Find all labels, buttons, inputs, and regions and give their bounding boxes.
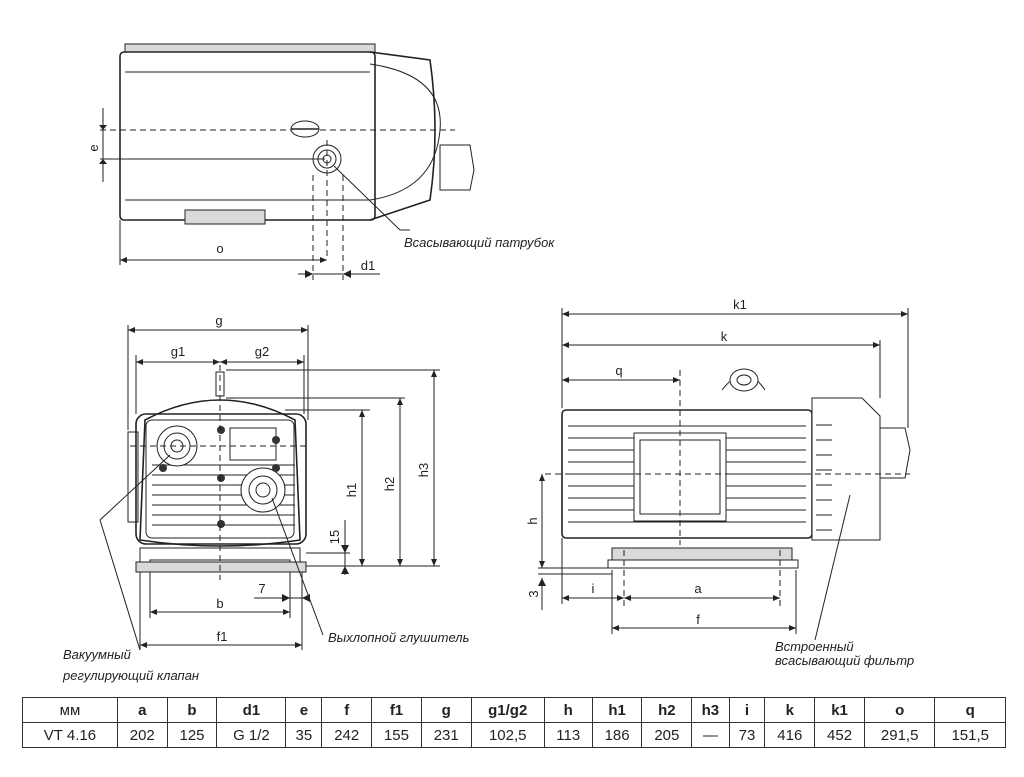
table-cell: 186 [591,722,643,748]
table-header-cell: b [166,697,218,723]
table-header-cell: h2 [641,697,693,723]
dim-b-label: b [216,596,223,611]
table-header-cell: h1 [591,697,643,723]
dimension-labels: e o d1 g g1 g2 h1 h2 h3 15 7 b f1 k1 k q… [86,144,747,644]
vacuum-valve-callout-line1: Вакуумный [63,647,131,662]
side-view [538,308,911,641]
filter-callout-line1: Встроенный [775,639,854,654]
table-cell: 242 [321,722,373,748]
dim-i-label: i [592,581,595,596]
dim-g1-label: g1 [171,344,185,359]
table-cell: 151,5 [934,722,1006,748]
table-cell: 73 [728,722,766,748]
table-header-row: мм a b d1 e f f1 g g1/g2 h h1 h2 h3 i k … [22,697,1006,723]
exhaust-silencer-callout: Выхлопной глушитель [328,630,470,645]
dim-f-label: f [696,612,700,627]
table-header-cell: e [285,697,323,723]
table-header-cell: h3 [691,697,730,723]
table-cell: G 1/2 [216,722,287,748]
table-cell: 202 [116,722,168,748]
dim-o-label: o [216,241,223,256]
table-header-cell: k1 [814,697,865,723]
table-cell: 452 [814,722,865,748]
table-cell: 113 [543,722,593,748]
dim-k1-label: k1 [733,297,747,312]
table-header-cell: g [420,697,472,723]
table-cell: 35 [285,722,323,748]
table-header-cell: k [764,697,816,723]
vacuum-valve-callout-line2: регулирующий клапан [62,668,199,683]
dim-q-label: q [615,363,622,378]
table-header-cell: f [321,697,373,723]
table-header-cell: i [728,697,766,723]
top-view [99,43,475,280]
dim-15-label: 15 [327,530,342,544]
table-cell: 291,5 [863,722,936,748]
table-header-cell: a [116,697,168,723]
dim-h1-label: h1 [344,483,359,497]
dim-f1-label: f1 [217,629,228,644]
dim-h2-label: h2 [382,477,397,491]
dim-g2-label: g2 [255,344,269,359]
callout-labels: Всасывающий патрубок Выхлопной глушитель… [62,235,914,683]
dim-k-label: k [721,329,728,344]
dim-h-label: h [525,517,540,524]
dim-h3-label: h3 [416,463,431,477]
dim-d1-label: d1 [361,258,375,273]
suction-port-callout: Всасывающий патрубок [404,235,555,250]
dim-3-label: 3 [526,590,541,597]
table-cell: — [691,722,730,748]
table-cell: 231 [420,722,472,748]
dim-g-label: g [215,313,222,328]
table-row: VT 4.16 202 125 G 1/2 35 242 155 231 102… [22,722,1006,748]
table-header-cell: f1 [371,697,422,723]
technical-drawing: e o d1 g g1 g2 h1 h2 h3 15 7 b f1 k1 k q… [62,43,914,683]
dim-a-label: a [694,581,702,596]
table-header-cell: o [863,697,936,723]
dimensions-table: мм a b d1 e f f1 g g1/g2 h h1 h2 h3 i k … [22,697,1006,748]
front-view [99,325,440,651]
table-header-cell: g1/g2 [470,697,545,723]
table-cell: 416 [764,722,816,748]
table-header-cell: q [934,697,1006,723]
filter-callout-line2: всасывающий фильтр [775,653,914,668]
dim-7-label: 7 [258,581,265,596]
table-cell: VT 4.16 [22,722,118,748]
table-header-cell: мм [22,697,118,723]
table-cell: 125 [166,722,218,748]
table-header-cell: d1 [216,697,287,723]
dim-e-label: e [86,144,101,151]
table-cell: 205 [641,722,693,748]
table-cell: 155 [371,722,422,748]
table-header-cell: h [543,697,593,723]
table-cell: 102,5 [470,722,545,748]
